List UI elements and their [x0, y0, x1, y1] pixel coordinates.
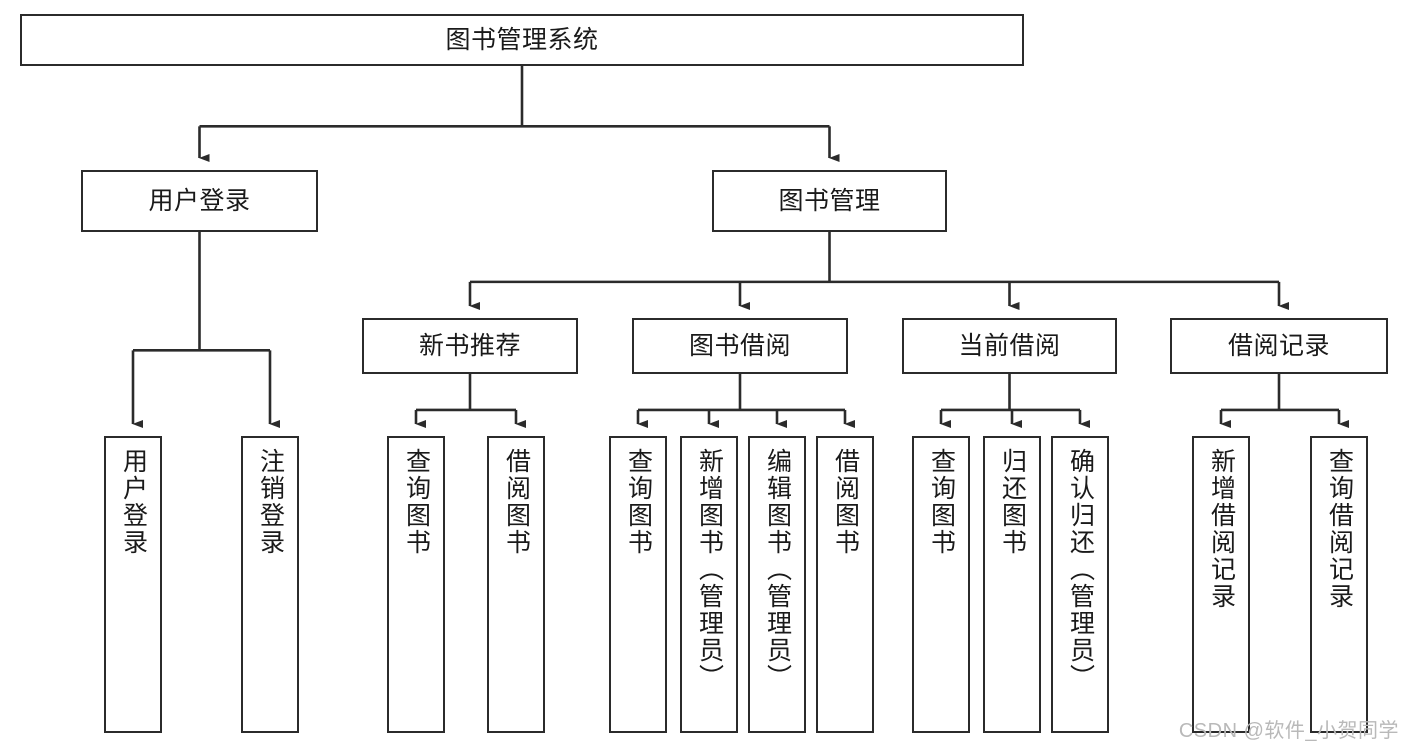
node-leaf-query-record-label: 查询借阅记录 — [1325, 448, 1354, 610]
node-leaf-user-logout[interactable]: 注销登录 — [241, 436, 299, 733]
node-new-book-rec-label: 新书推荐 — [418, 331, 521, 360]
node-leaf-confirm-return[interactable]: 确认归还（管理员） — [1051, 436, 1109, 733]
node-user-login-label: 用户登录 — [148, 186, 251, 215]
node-leaf-confirm-return-label: 确认归还（管理员） — [1066, 448, 1095, 691]
node-leaf-query-book-rec[interactable]: 查询图书 — [387, 436, 445, 733]
node-leaf-borrow-book-rec-label: 借阅图书 — [502, 448, 531, 556]
node-current-borrow-label: 当前借阅 — [958, 331, 1061, 360]
node-leaf-query-book-rec-label: 查询图书 — [402, 448, 431, 556]
node-leaf-query-book-bb-label: 查询图书 — [624, 448, 653, 556]
node-leaf-user-login[interactable]: 用户登录 — [104, 436, 162, 733]
node-leaf-add-record[interactable]: 新增借阅记录 — [1192, 436, 1250, 733]
node-borrow-record-label: 借阅记录 — [1227, 331, 1330, 360]
node-leaf-edit-book[interactable]: 编辑图书（管理员） — [748, 436, 806, 733]
node-book-borrow-label: 图书借阅 — [688, 331, 791, 360]
node-borrow-record[interactable]: 借阅记录 — [1170, 318, 1388, 374]
node-leaf-edit-book-label: 编辑图书（管理员） — [763, 448, 792, 691]
node-new-book-rec[interactable]: 新书推荐 — [362, 318, 578, 374]
node-book-manage-label: 图书管理 — [778, 186, 881, 215]
node-leaf-add-book-label: 新增图书（管理员） — [695, 448, 724, 691]
node-leaf-add-book[interactable]: 新增图书（管理员） — [680, 436, 738, 733]
node-leaf-query-book-cb[interactable]: 查询图书 — [912, 436, 970, 733]
node-leaf-add-record-label: 新增借阅记录 — [1207, 448, 1236, 610]
node-current-borrow[interactable]: 当前借阅 — [902, 318, 1117, 374]
watermark-text: CSDN @软件_小贺同学 — [1178, 720, 1399, 742]
node-leaf-borrow-book-bb-label: 借阅图书 — [831, 448, 860, 556]
node-leaf-return-book[interactable]: 归还图书 — [983, 436, 1041, 733]
node-leaf-query-record[interactable]: 查询借阅记录 — [1310, 436, 1368, 733]
node-leaf-user-logout-label: 注销登录 — [256, 448, 285, 556]
node-root-label: 图书管理系统 — [445, 25, 599, 54]
node-leaf-return-book-label: 归还图书 — [998, 448, 1027, 556]
node-leaf-query-book-cb-label: 查询图书 — [927, 448, 956, 556]
node-leaf-borrow-book-rec[interactable]: 借阅图书 — [487, 436, 545, 733]
node-leaf-query-book-bb[interactable]: 查询图书 — [609, 436, 667, 733]
node-book-manage[interactable]: 图书管理 — [712, 170, 947, 232]
node-leaf-user-login-label: 用户登录 — [119, 448, 148, 556]
node-leaf-borrow-book-bb[interactable]: 借阅图书 — [816, 436, 874, 733]
node-user-login[interactable]: 用户登录 — [81, 170, 318, 232]
node-book-borrow[interactable]: 图书借阅 — [632, 318, 848, 374]
node-root[interactable]: 图书管理系统 — [20, 14, 1024, 66]
